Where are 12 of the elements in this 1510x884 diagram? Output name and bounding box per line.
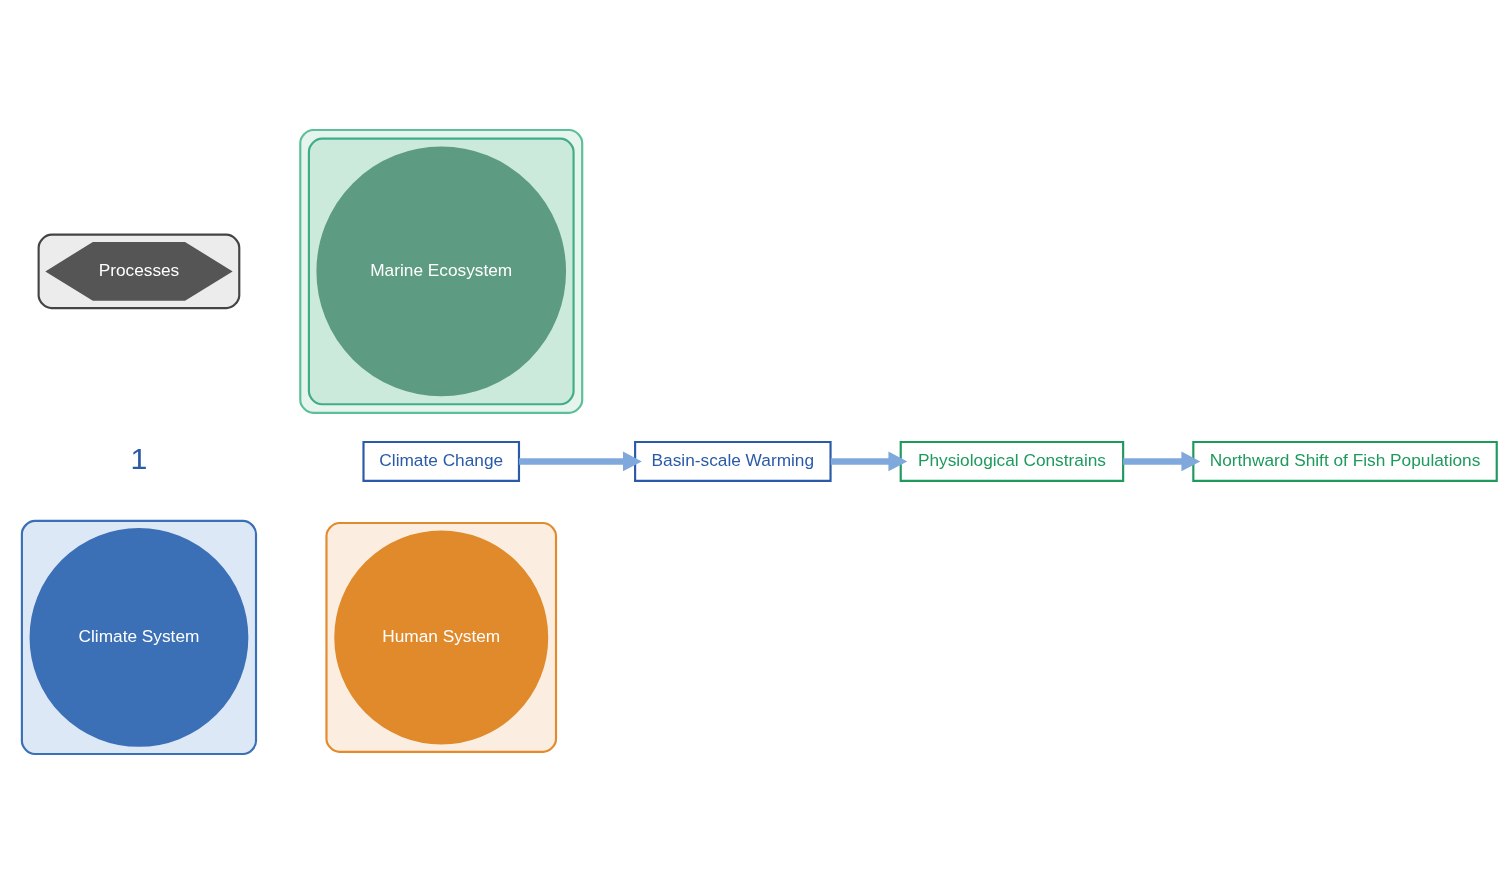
node-box: Basin-scale Warming — [634, 440, 832, 482]
arrow — [1123, 451, 1201, 472]
node-box: Physiological Constrains — [899, 440, 1125, 482]
node-box: Climate Change — [362, 440, 521, 482]
label: 1 — [130, 441, 148, 475]
node-box: Northward Shift of Fish Populations — [1192, 440, 1498, 482]
node-circle: Human System — [334, 530, 549, 745]
arrow — [519, 451, 642, 472]
node-circle: Marine Ecosystem — [316, 146, 567, 397]
node-circle: Climate System — [29, 528, 249, 747]
arrow — [830, 451, 908, 472]
cluster — [37, 233, 241, 310]
